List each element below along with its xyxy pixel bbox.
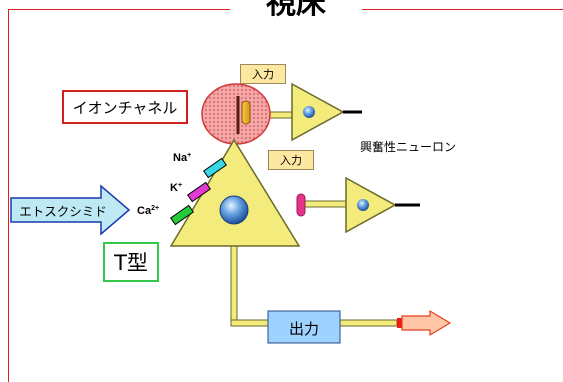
ethosuximide-label: エトスクシミド	[19, 203, 107, 219]
ion-label-na: Na+	[173, 152, 191, 164]
t-type-label: T型	[103, 242, 159, 282]
ion-channel-label: イオンチャネル	[62, 90, 188, 124]
output-arrow-icon	[397, 309, 452, 337]
drug-arrow-icon	[10, 184, 131, 236]
output-box	[267, 310, 341, 344]
output-label: 出力	[288, 319, 319, 338]
axon-cable-right	[230, 319, 269, 327]
frame-left-line	[8, 9, 9, 382]
ca-channel-icon	[169, 204, 195, 226]
receptor-icon	[241, 100, 251, 125]
nucleus-icon	[219, 195, 249, 225]
ion-label-ca: Ca2+	[137, 205, 159, 217]
nucleus-icon	[357, 199, 369, 211]
k-channel-icon	[186, 181, 212, 203]
ion-na-symbol: Na	[173, 152, 188, 164]
axon-cable-mid	[299, 200, 353, 208]
ion-label-k: K+	[170, 182, 182, 194]
ion-channel-zone	[201, 83, 271, 145]
input-neuron-top	[291, 82, 362, 142]
axon-cable-down	[230, 245, 238, 323]
excitatory-neuron-label: 興奮性ニューロン	[360, 139, 457, 154]
synapse-blob	[296, 193, 306, 217]
excitatory-neuron	[296, 176, 420, 234]
page-title: 視床	[230, 0, 362, 22]
ion-na-charge: +	[187, 152, 192, 159]
na-channel-icon	[202, 157, 228, 179]
ion-ca-symbol: Ca	[137, 205, 152, 217]
input-label-top: 入力	[240, 64, 286, 84]
nucleus-icon	[303, 106, 315, 118]
ion-ca-charge: 2+	[151, 205, 160, 212]
input-label-mid: 入力	[268, 150, 314, 170]
axon-cable-output	[339, 319, 398, 327]
ion-k-symbol: K	[170, 182, 178, 194]
ion-k-charge: +	[177, 182, 183, 189]
